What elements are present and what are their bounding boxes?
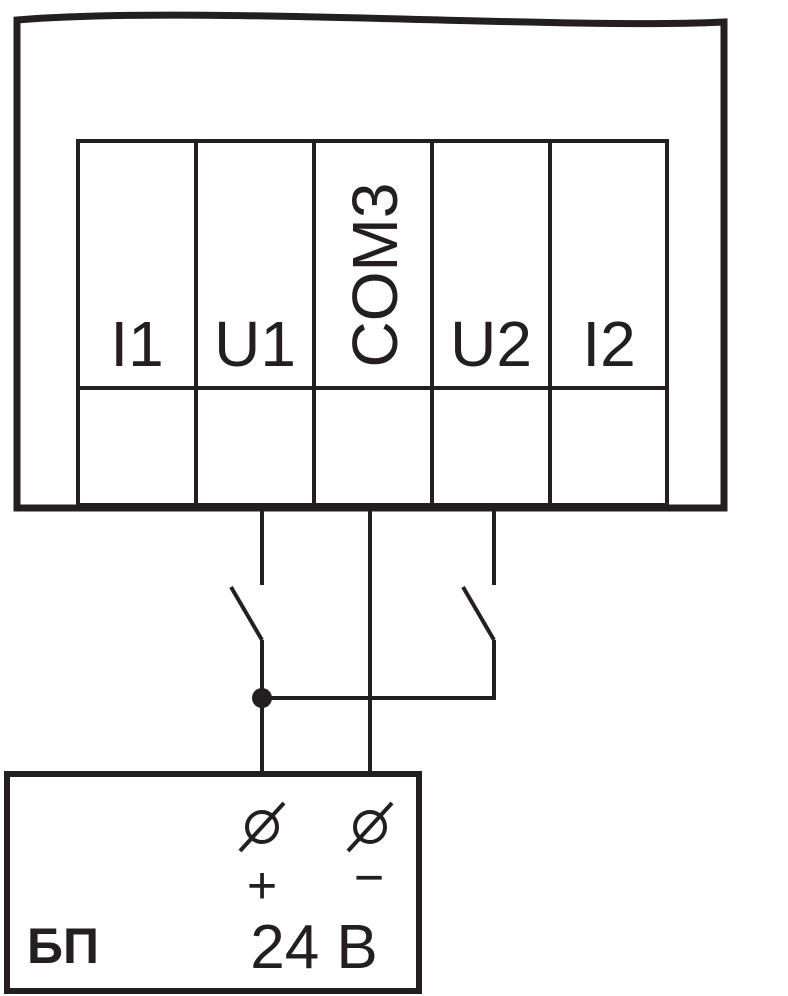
terminal-label-i2: I2: [582, 308, 635, 380]
power-supply-name: БП: [27, 918, 99, 974]
power-supply-voltage: 24 В: [250, 913, 378, 982]
device-outline: [13, 11, 728, 512]
junction-dot: [252, 688, 272, 708]
terminal-label-u2: U2: [450, 308, 532, 380]
minus-sign: −: [354, 849, 384, 907]
switch-2-contact: [461, 585, 496, 642]
terminal-block: I1 U1 COM3 U2 I2: [76, 139, 669, 507]
terminal-label-com3: COM3: [339, 183, 411, 368]
terminal-block-frame: [76, 139, 669, 507]
wiring: [229, 510, 496, 776]
device-housing: [13, 11, 728, 512]
switch-1-contact: [229, 585, 264, 642]
power-supply-box: [4, 771, 422, 994]
plus-terminal-icon: [238, 801, 286, 853]
terminal-label-i1: I1: [110, 308, 163, 380]
plus-sign: +: [247, 857, 277, 915]
power-supply: + − БП 24 В: [4, 771, 422, 994]
terminal-label-u1: U1: [214, 308, 296, 380]
minus-terminal-icon: [346, 801, 394, 853]
wire-u2-bottom: [262, 640, 496, 700]
